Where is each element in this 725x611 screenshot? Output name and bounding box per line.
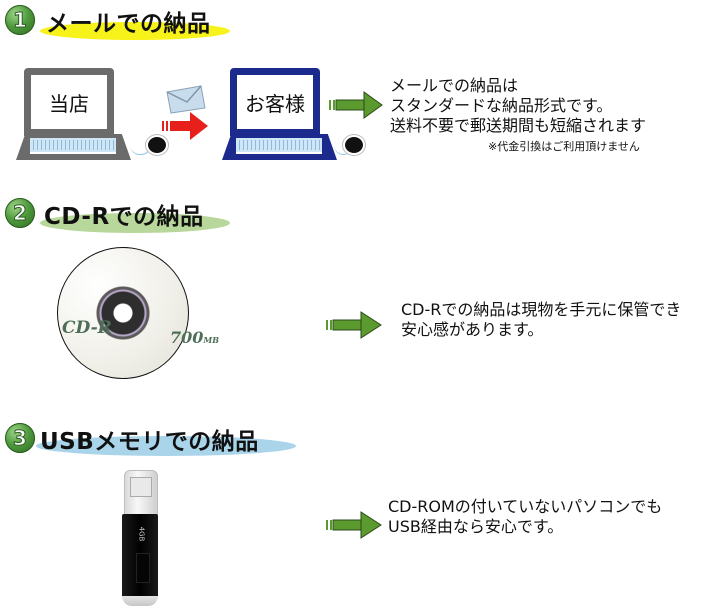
- cd-r-disc: [57, 247, 189, 379]
- section-3-title: USBメモリでの納品: [40, 429, 259, 455]
- disc-capacity: 700MB: [170, 328, 220, 347]
- disc-label: CD-R: [62, 318, 112, 338]
- section-2-heading: 2 CD-Rでの納品: [0, 193, 250, 233]
- section-1-title: メールでの納品: [46, 11, 211, 37]
- green-arrow-icon: [326, 511, 382, 539]
- usb-capacity: 4GB: [137, 526, 146, 542]
- heading-highlight: [40, 22, 230, 40]
- heading-highlight: [36, 436, 296, 456]
- heading-highlight: [40, 213, 230, 233]
- receiver-label: お客様: [237, 75, 313, 129]
- sender-laptop: 当店: [16, 68, 136, 163]
- email-description: メールでの納品は スタンダードな納品形式です。 送料不要で郵送期間も短縮されます: [390, 76, 647, 135]
- mouse-icon: [146, 135, 168, 155]
- section-1-heading: 1 メールでの納品: [0, 2, 250, 42]
- step-1-badge: 1: [5, 5, 35, 35]
- usb-description: CD-ROMの付いていないパソコンでも USB経由なら安心です。: [388, 497, 663, 536]
- step-2-badge: 2: [5, 198, 35, 228]
- green-arrow-icon: [329, 91, 383, 119]
- sender-label: 当店: [31, 75, 107, 129]
- section-2-title: CD-Rでの納品: [44, 204, 204, 230]
- cod-note: ※代金引換はご利用頂けません: [488, 140, 640, 153]
- receiver-laptop: お客様: [222, 68, 342, 163]
- green-arrow-icon: [326, 311, 382, 339]
- section-3-heading: 3 USBメモリでの納品: [0, 420, 310, 460]
- step-3-badge: 3: [5, 423, 35, 453]
- mouse-icon: [343, 135, 365, 155]
- red-arrow-icon: [162, 112, 208, 140]
- cd-description: CD-Rでの納品は現物を手元に保管でき 安心感があります。: [401, 300, 682, 339]
- envelope-icon: [166, 85, 206, 114]
